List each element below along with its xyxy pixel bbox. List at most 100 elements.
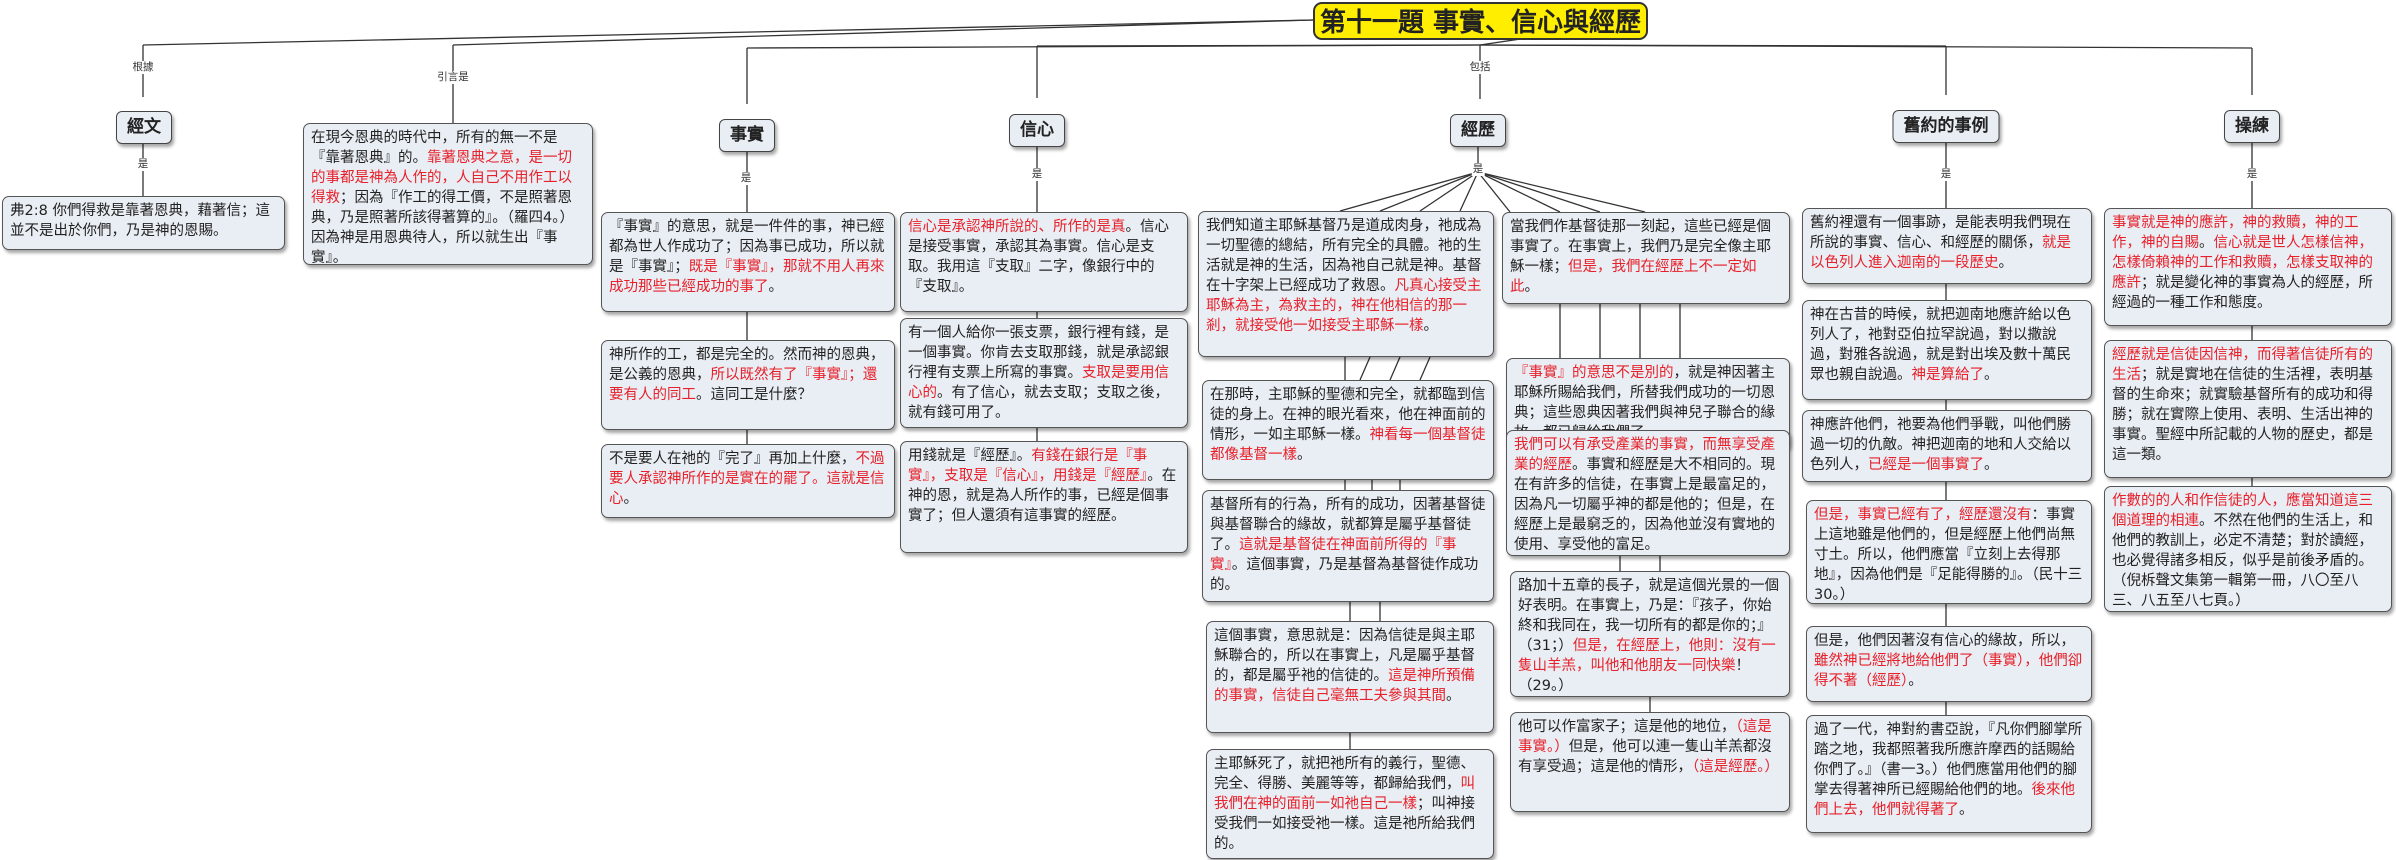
exercise-note-1[interactable]: 事實就是神的應許，神的救贖，神的工作，神的自賜。信心就是世人怎樣信神，怎樣倚賴神… xyxy=(2104,208,2392,326)
scripture-note[interactable]: 弗2:8 你們得救是靠著恩典，藉著信；這並不是出於你們，乃是神的恩賜。 xyxy=(2,196,285,250)
note-text: 。不然在他們的生活上，和他們的教訓上，必定不清楚；對於讀經，也必覺得諸多相反，似… xyxy=(2112,513,2373,609)
intro-quote-note[interactable]: 在現今恩典的時代中，所有的無一不是『靠著恩典』的。靠著恩典之意，是一切的事都是神… xyxy=(303,123,593,265)
note-text: 基督所有的行為，所有的成功，因著基督徒與基督聯合的緣故，就都算是屬乎基督徒了。 xyxy=(1210,497,1486,553)
category-exercise[interactable]: 操練 xyxy=(2224,110,2280,143)
note-text: 所以既然有了『事實』；還要有人的同工 xyxy=(609,367,878,403)
note-text: 雖然神已經將地給他們了（事實），他們卻得不著（經歷） xyxy=(1814,653,2083,689)
note-text: 舊約裡還有一個事跡，是能表明我們現在所說的事實、信心、和經歷的關係， xyxy=(1810,215,2071,251)
connector-line xyxy=(1477,171,1646,213)
ot-note-1[interactable]: 舊約裡還有一個事跡，是能表明我們現在所說的事實、信心、和經歷的關係，就是以色列人… xyxy=(1802,208,2092,284)
note-text: 。這個事實，乃是基督為基督徒作成功的。 xyxy=(1210,557,1479,593)
note-text: 在那時，主耶穌的聖德和完全，就都臨到信徒的身上。在神的眼光看來，他在神面前的情形… xyxy=(1210,387,1486,443)
note-text: 『事實』的意思，就是一件件的事，神已經都為世人作成功了；因為事已成功，所以就是『… xyxy=(609,219,885,275)
connector-line xyxy=(1477,171,1561,213)
note-text: 不過要人承認神所作的是實在的罷了。這就是信心 xyxy=(609,451,885,507)
note-text: 用錢就是『經歷』。 xyxy=(908,448,1032,464)
note-text: 凡真心接受主耶穌為主，為救主的，神在他相信的那一剎，就接受他一如接受主耶穌一樣 xyxy=(1206,278,1482,334)
note-text: 。 xyxy=(623,491,639,507)
experience-note-10[interactable]: 他可以作富家子；這是他的地位，（這是事實。）但是，他可以連一隻山羊羔都沒有享受過… xyxy=(1510,712,1790,812)
note-text: 但是，事實已經有了，經歷還沒有 xyxy=(1814,507,2032,523)
ot-note-4[interactable]: 但是，事實已經有了，經歷還沒有：事實上這地雖是他們的，但是經歷上他們尚無寸土。所… xyxy=(1806,500,2092,604)
note-text: ；就是變化神的事實為人的經歷，所經過的一種工作和態度。 xyxy=(2112,275,2373,311)
note-text: 就是以色列人進入迦南的一段歷史 xyxy=(1810,235,2071,271)
note-text: 。這同工是什麼？ xyxy=(696,387,812,403)
note-text: 過了一代，神對約書亞說，『凡你們腳掌所踏之地，我都照著我所應許摩西的話賜給你們了… xyxy=(1814,722,2083,798)
edge-label-quotes: 引言是 xyxy=(436,71,470,84)
connector-line xyxy=(1477,171,1511,213)
note-text: ；因為『作工的得工價，不是照著恩典，乃是照著所該得著算的』。（羅四4。）因為神是… xyxy=(311,190,574,265)
note-text: 我們可以有承受產業的事實，而無享受產業的經歷 xyxy=(1514,437,1775,473)
connector-line xyxy=(1339,171,1479,212)
experience-note-3[interactable]: 基督所有的行為，所有的成功，因著基督徒與基督聯合的緣故，就都算是屬乎基督徒了。這… xyxy=(1202,490,1494,602)
edge-label-includes: 包括 xyxy=(1468,61,1492,74)
note-text: 。 xyxy=(1446,688,1461,704)
ot-note-5[interactable]: 但是，他們因著沒有信心的緣故，所以，雖然神已經將地給他們了（事實），他們卻得不著… xyxy=(1806,626,2092,702)
note-text: 。有了信心，就去支取；支取之後，就有錢可用了。 xyxy=(908,385,1169,421)
note-text: 支取是要用信心的 xyxy=(908,365,1169,401)
note-text: ；叫神接受我們一如接受祂一樣。這是祂所給我們的。 xyxy=(1214,796,1475,852)
faith-note-1[interactable]: 信心是承認神所說的、所作的是真。信心是接受事實，承認其為事實。信心是支取。我用這… xyxy=(900,212,1188,312)
connector-line xyxy=(1419,171,1479,212)
exercise-note-3[interactable]: 作數的的人和作信徒的人，應當知道這三個道理的相連。不然在他們的生活上，和他們的教… xyxy=(2104,486,2392,612)
edge-label-is-scripture: 是 xyxy=(136,158,150,171)
note-text: 弗2:8 你們得救是靠著恩典，藉著信；這並不是出於你們，乃是神的恩賜。 xyxy=(10,203,270,239)
category-faith[interactable]: 信心 xyxy=(1009,114,1065,147)
note-text: 經歷就是信徒因信神，而得著信徒所有的生活 xyxy=(2112,347,2373,383)
note-text: 當我們作基督徒那一刻起，這些已經是個事實了。在事實上，我們乃是完全像主耶穌一樣； xyxy=(1510,219,1771,275)
faith-note-2[interactable]: 有一個人給你一張支票，銀行裡有錢，是一個事實。你肯去支取那錢，就是承認銀行裡有支… xyxy=(900,318,1188,428)
note-text: 。 xyxy=(768,279,784,295)
edge-label-is-fact: 是 xyxy=(739,172,753,185)
note-text: 這就是基督徒在神面前所得的『事實』 xyxy=(1210,537,1457,573)
note-text: ！（29。） xyxy=(1518,658,1750,694)
note-text: 神在古昔的時候，就把迦南地應許給以色列人了，祂對亞伯拉罕說過，對以撒說過，對雅各… xyxy=(1810,307,2071,383)
connector-line xyxy=(142,19,1314,46)
note-text: 事實就是神的應許，神的救贖，神的工作，神的自賜 xyxy=(2112,215,2359,251)
note-text: 作數的的人和作信徒的人，應當知道這三個道理的相連 xyxy=(2112,493,2373,529)
category-experience[interactable]: 經歷 xyxy=(1450,114,1506,147)
fact-note-3[interactable]: 不是要人在祂的『完了』再加上什麼，不過要人承認神所作的是實在的罷了。這就是信心。 xyxy=(601,444,895,518)
edge-label-is-exercise: 是 xyxy=(2245,168,2259,181)
note-text: 。 xyxy=(1984,367,1999,383)
faith-note-3[interactable]: 用錢就是『經歷』。有錢在銀行是『事實』，支取是『信心』，用錢是『經歷』。在神的恩… xyxy=(900,441,1188,553)
category-ot-examples[interactable]: 舊約的事例 xyxy=(1892,110,2000,143)
note-text: 有錢在銀行是『事實』，支取是『信心』，用錢是『經歷』 xyxy=(908,448,1148,484)
connector-line xyxy=(1036,44,1481,47)
ot-note-6[interactable]: 過了一代，神對約書亞說，『凡你們腳掌所踏之地，我都照著我所應許摩西的話賜給你們了… xyxy=(1806,715,2092,833)
note-text: 『事實』的意思不是別的 xyxy=(1514,365,1674,381)
note-text: （這是經歷。） xyxy=(1692,759,1779,775)
experience-note-8[interactable]: 我們可以有承受產業的事實，而無享受產業的經歷。事實和經歷是大不相同的。現在有許多… xyxy=(1506,430,1790,556)
note-text: 這個事實，意思就是：因為信徒是與主耶穌聯合的，所以在事實上，凡是屬乎基督的，都是… xyxy=(1214,628,1475,684)
note-text: 神是算給了 xyxy=(1911,367,1985,383)
connector-line xyxy=(1459,171,1479,212)
note-text: 。 xyxy=(1959,802,1974,818)
ot-note-3[interactable]: 神應許他們，祂要為他們爭戰，叫他們勝過一切的仇敵。神把迦南的地和人交給以色列人，… xyxy=(1802,410,2092,482)
note-text: 。事實和經歷是大不相同的。現在有許多的信徒，在事實上是最富足的，因為凡一切屬乎神… xyxy=(1514,457,1775,553)
category-fact[interactable]: 事實 xyxy=(719,119,775,152)
experience-note-9[interactable]: 路加十五章的長子，就是這個光景的一個好表明。在事實上，乃是：『孩子，你始終和我同… xyxy=(1510,571,1790,697)
note-text: 但是，我們在經歷上不一定如此 xyxy=(1510,259,1757,295)
note-text: 神應許他們，祂要為他們爭戰，叫他們勝過一切的仇敵。神把迦南的地和人交給以色列人， xyxy=(1810,417,2071,473)
fact-note-2[interactable]: 神所作的工，都是完全的。然而神的恩典，是公義的恩典，所以既然有了『事實』；還要有… xyxy=(601,340,895,430)
note-text: 後來他們上去，他們就得著了 xyxy=(1814,782,2075,818)
edge-label-is-ot: 是 xyxy=(1939,168,1953,181)
experience-note-4[interactable]: 這個事實，意思就是：因為信徒是與主耶穌聯合的，所以在事實上，凡是屬乎基督的，都是… xyxy=(1206,621,1494,733)
experience-note-6[interactable]: 當我們作基督徒那一刻起，這些已經是個事實了。在事實上，我們乃是完全像主耶穌一樣；… xyxy=(1502,212,1790,304)
note-text: 主耶穌死了，就把祂所有的義行，聖德、完全、得勝、美麗等等，都歸給我們， xyxy=(1214,756,1475,792)
root-topic[interactable]: 第十一題 事實、信心與經歷 xyxy=(1313,2,1648,40)
note-text: 。 xyxy=(1998,255,2014,271)
experience-note-1[interactable]: 我們知道主耶穌基督乃是道成肉身，祂成為一切聖德的總結，所有完全的具體。祂的生活就… xyxy=(1198,211,1494,357)
ot-note-2[interactable]: 神在古昔的時候，就把迦南地應許給以色列人了，祂對亞伯拉罕說過，對以撒說過，對雅各… xyxy=(1802,300,2092,400)
note-text: 。 xyxy=(1908,673,1923,689)
note-text: 有一個人給你一張支票，銀行裡有錢，是一個事實。你肯去支取那錢，就是承認銀行裡有支… xyxy=(908,325,1169,381)
note-text: 已經是一個事實了 xyxy=(1868,457,1984,473)
experience-note-2[interactable]: 在那時，主耶穌的聖德和完全，就都臨到信徒的身上。在神的眼光看來，他在神面前的情形… xyxy=(1202,380,1494,480)
category-scripture[interactable]: 經文 xyxy=(116,111,172,144)
note-text: 信心是承認神所說的、所作的是真 xyxy=(908,219,1126,235)
experience-note-5[interactable]: 主耶穌死了，就把祂所有的義行，聖德、完全、得勝、美麗等等，都歸給我們，叫我們在神… xyxy=(1206,749,1494,859)
note-text: 靠著恩典之意，是一切的事都是神為人作的，人自己不用作工以得救 xyxy=(311,150,572,206)
note-text: 但是，在經歷上，他則：沒有一隻山羊羔，叫他和他朋友一同快樂 xyxy=(1518,638,1776,674)
fact-note-1[interactable]: 『事實』的意思，就是一件件的事，神已經都為世人作成功了；因為事已成功，所以就是『… xyxy=(601,212,895,312)
note-text: 。在神的恩，就是為人所作的事，已經是個事實了；但人還須有這事實的經歷。 xyxy=(908,468,1177,524)
exercise-note-2[interactable]: 經歷就是信徒因信神，而得著信徒所有的生活；就是實地在信徒的生活裡，表明基督的生命… xyxy=(2104,340,2392,478)
